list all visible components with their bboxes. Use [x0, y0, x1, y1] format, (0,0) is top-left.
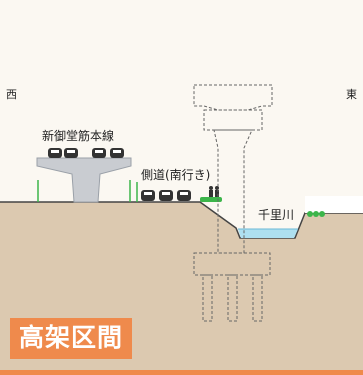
existing-viaduct: [36, 157, 132, 203]
east-label: 東: [346, 88, 357, 101]
side-road-cars: [141, 190, 191, 201]
car-icon: [159, 190, 173, 201]
planned-elevated-structure: [193, 84, 273, 322]
west-label: 西: [6, 88, 17, 101]
section-badge: 高架区間: [10, 318, 133, 359]
line-name-label: 新御堂筋本線: [42, 129, 115, 143]
viaduct-cars: [48, 148, 124, 158]
car-icon: [141, 190, 155, 201]
side-road-label: 側道(南行き): [141, 168, 211, 182]
river-label: 千里川: [258, 208, 295, 222]
shrub: [200, 197, 222, 202]
right-shrubs: [307, 211, 325, 217]
river-water: [238, 229, 298, 238]
car-icon: [177, 190, 191, 201]
right-embankment: [305, 196, 363, 213]
bottom-accent-bar: [0, 370, 363, 375]
